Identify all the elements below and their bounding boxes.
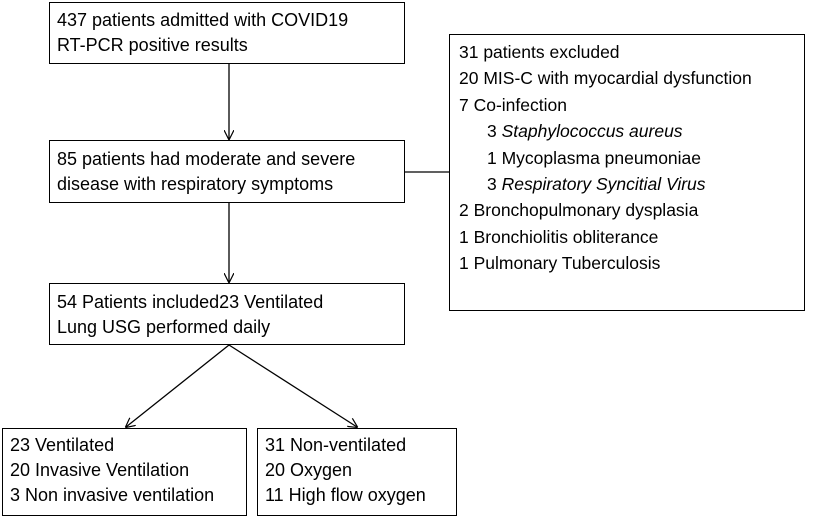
excluded-title: 31 patients excluded — [459, 42, 620, 62]
ventilated-line-1: 23 Ventilated — [10, 435, 115, 455]
admitted-line-1: 437 patients admitted with COVID19 — [57, 10, 349, 30]
excluded-misc: 20 MIS-C with myocardial dysfunction — [459, 68, 752, 89]
excluded-tb: 1 Pulmonary Tuberculosis — [459, 253, 661, 274]
rsv-count: 3 — [487, 173, 502, 194]
box-non-ventilated: 31 Non-ventilated 20 Oxygen 11 High flow… — [257, 428, 457, 516]
box-moderate-severe: 85 patients had moderate and severe dise… — [49, 140, 405, 203]
excluded-bo: 1 Bronchiolitis obliterance — [459, 226, 659, 247]
excluded-mycoplasma: 1 Mycoplasma pneumoniae — [487, 147, 702, 168]
ventilated-line-2: 20 Invasive Ventilation — [10, 460, 190, 480]
box-ventilated: 23 Ventilated 20 Invasive Ventilation 3 … — [2, 428, 247, 516]
excluded-rsv: 3 Respiratory Syncitial Virus — [459, 171, 804, 197]
box-patients-included: 54 Patients included23 Ventilated Lung U… — [49, 283, 405, 345]
moderate-line-1: 85 patients had moderate and severe — [57, 149, 356, 169]
excluded-coinfection: 7 Co-infection — [459, 94, 567, 115]
nonvent-line-3: 11 High flow oxygen — [265, 485, 426, 505]
included-line-1: 54 Patients included23 Ventilated — [57, 292, 324, 312]
excluded-staph: 3 Staphylococcus aureus — [459, 118, 804, 144]
staph-name: Staphylococcus aureus — [501, 121, 683, 142]
nonvent-line-1: 31 Non-ventilated — [265, 435, 407, 455]
excluded-bpd: 2 Bronchopulmonary dysplasia — [459, 200, 699, 221]
arrow-included-to-ventilated — [126, 344, 230, 427]
ventilated-line-3: 3 Non invasive ventilation — [10, 485, 215, 505]
arrow-included-to-nonventilated — [228, 344, 357, 427]
moderate-line-2: disease with respiratory symptoms — [57, 174, 334, 194]
admitted-line-2: RT-PCR positive results — [57, 35, 248, 55]
staph-count: 3 — [487, 121, 502, 142]
rsv-name: Respiratory Syncitial Virus — [501, 173, 706, 194]
nonvent-line-2: 20 Oxygen — [265, 460, 353, 480]
box-admitted-patients: 437 patients admitted with COVID19 RT-PC… — [49, 2, 405, 64]
included-line-2: Lung USG performed daily — [57, 317, 271, 337]
box-patients-excluded: 31 patients excluded 20 MIS-C with myoca… — [449, 34, 805, 311]
